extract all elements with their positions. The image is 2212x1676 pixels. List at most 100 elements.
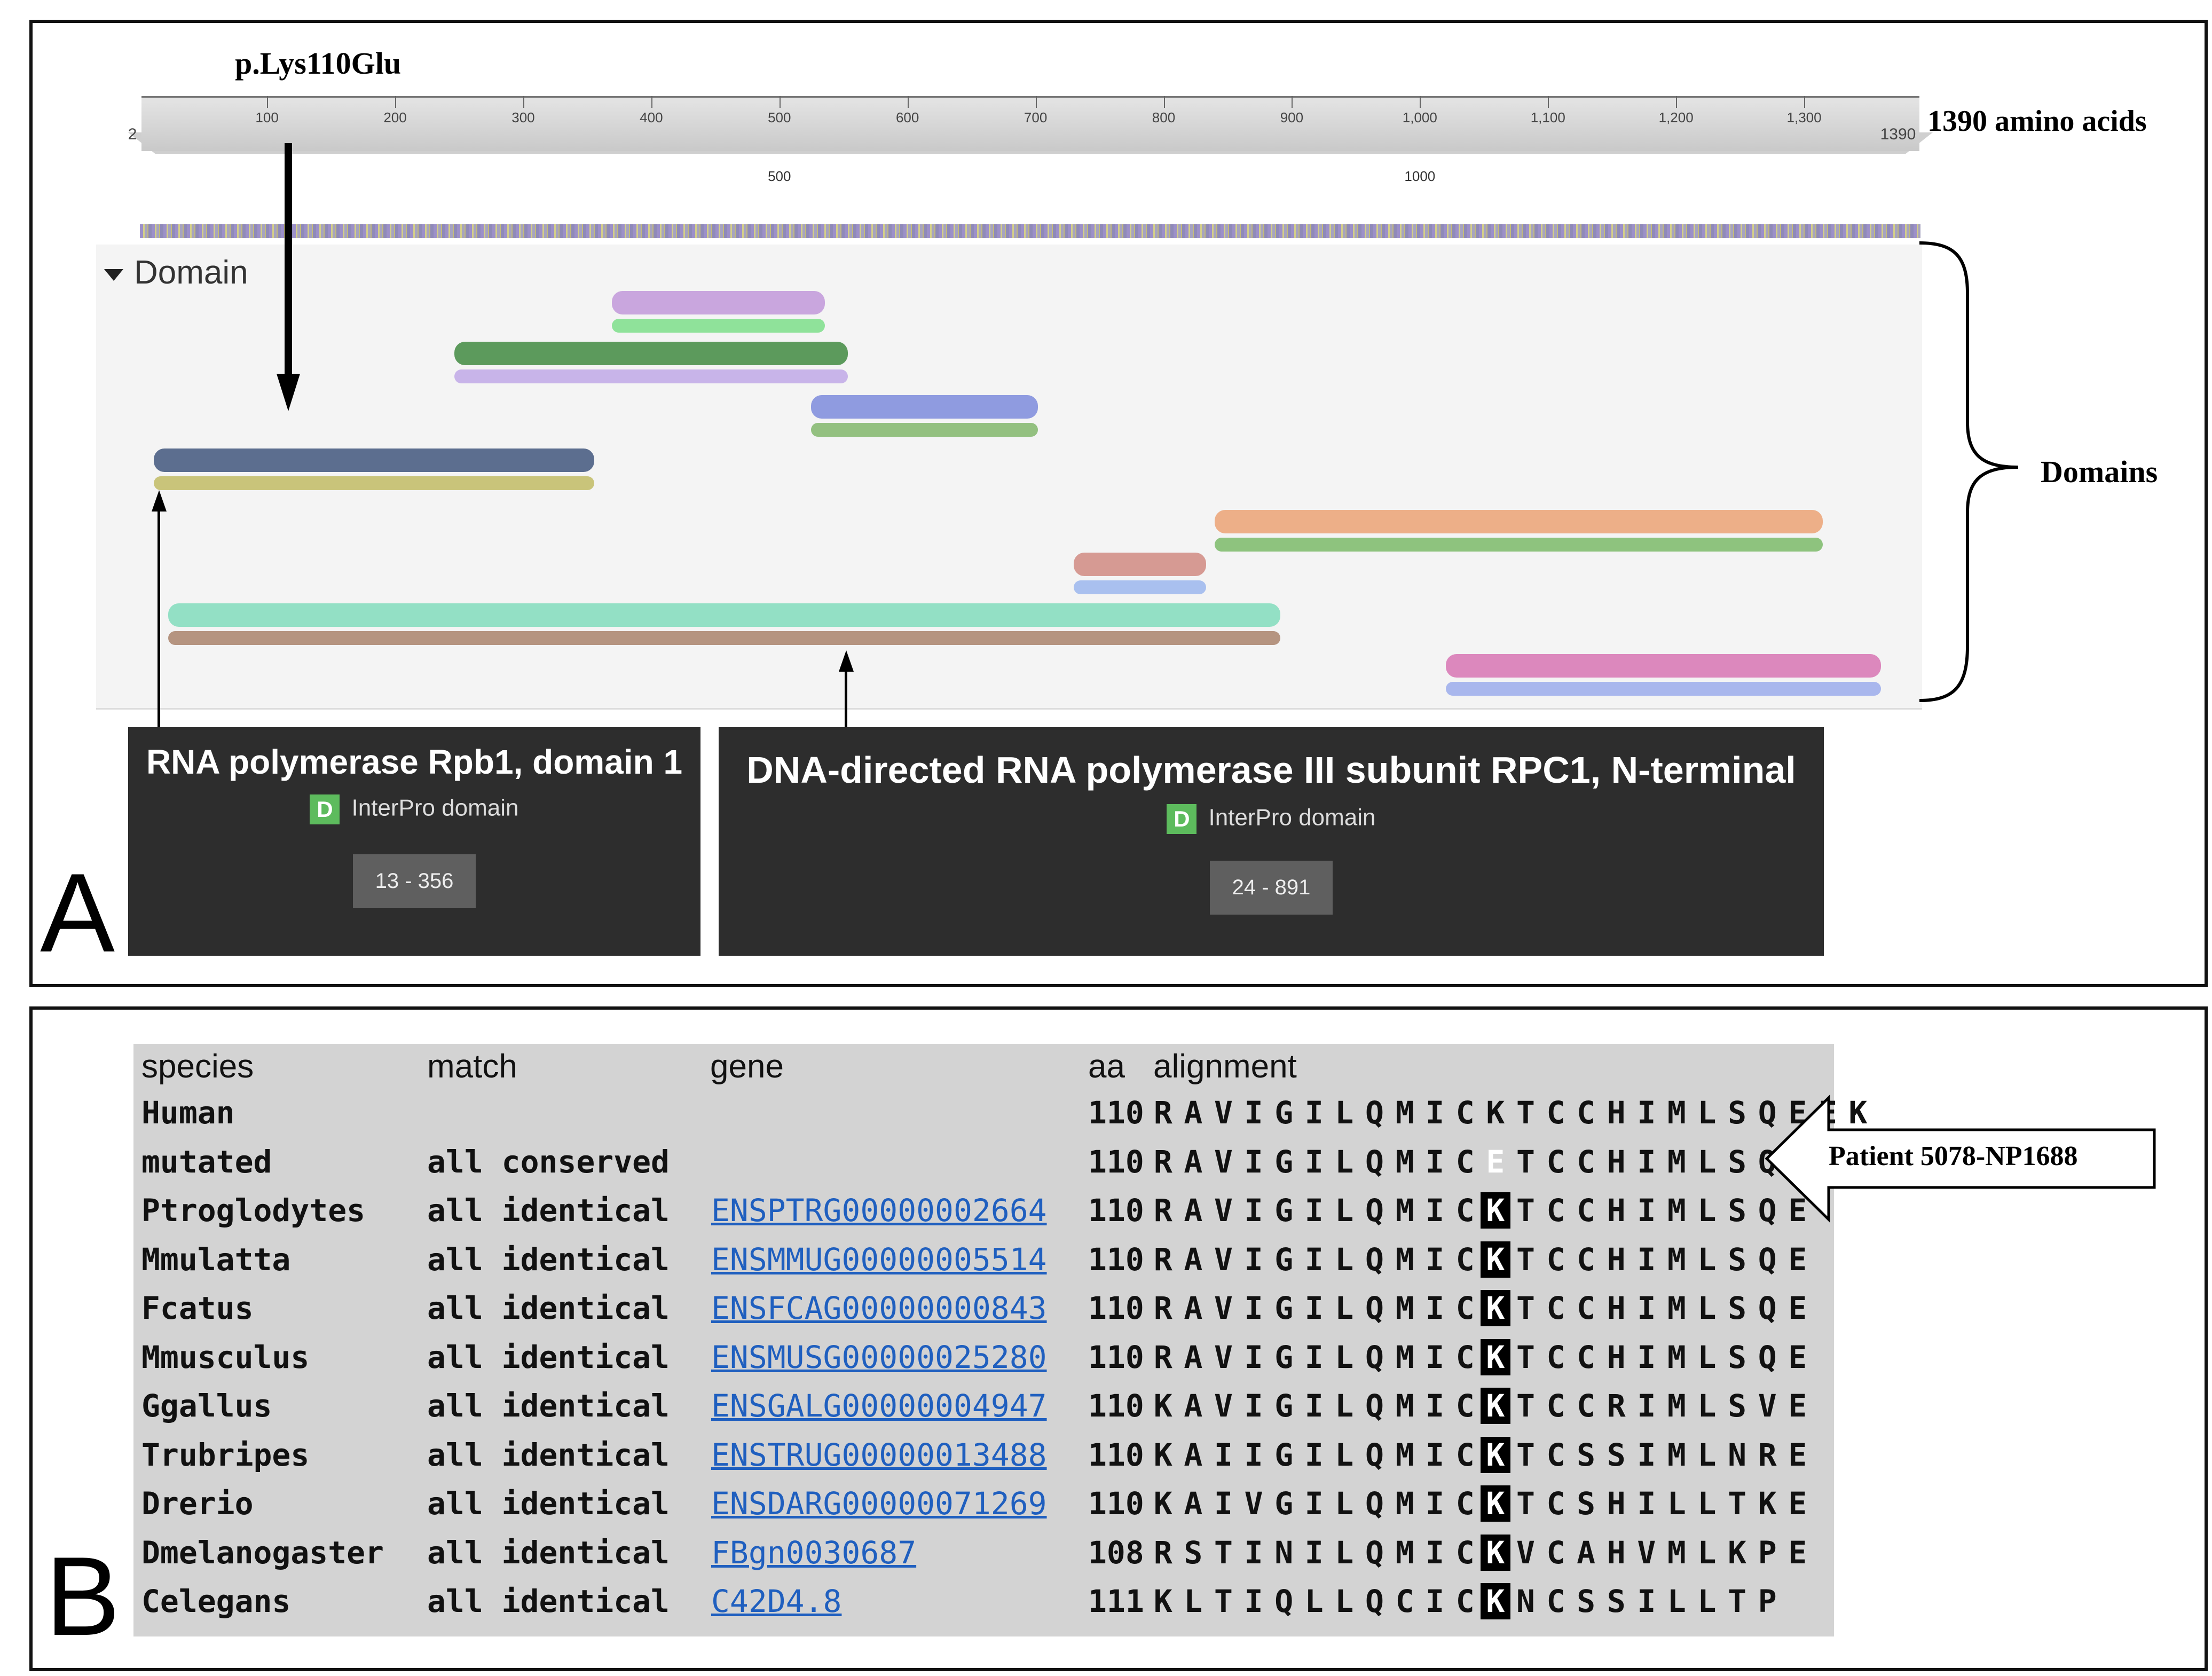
gene-link[interactable]: ENSPTRG00000002664	[711, 1192, 1047, 1229]
tooltip-title: DNA-directed RNA polymerase III subunit …	[746, 749, 1796, 791]
aa-cell: 110	[1088, 1485, 1144, 1522]
domain-bar[interactable]	[1074, 580, 1206, 594]
residue: L	[1697, 1436, 1717, 1473]
domain-bar[interactable]	[154, 476, 594, 490]
residue: E	[1788, 1436, 1807, 1473]
residue: I	[1214, 1485, 1233, 1522]
ruler-tick	[1804, 96, 1806, 108]
residue: S	[1577, 1583, 1596, 1619]
domain-bar[interactable]	[1074, 553, 1206, 576]
aa-cell: 110	[1088, 1290, 1144, 1326]
sequence-track[interactable]	[140, 224, 1920, 238]
residue: L	[1335, 1143, 1354, 1180]
variant-arrow-head	[277, 374, 300, 411]
residue: I	[1244, 1241, 1263, 1278]
domain-bar[interactable]	[1215, 538, 1823, 552]
ruler-tick-label: 500	[768, 109, 791, 125]
residue: K	[1728, 1534, 1747, 1571]
residue: I	[1304, 1436, 1324, 1473]
residue: L	[1335, 1095, 1354, 1131]
gene-link[interactable]: ENSTRUG00000013488	[711, 1436, 1047, 1473]
gene-link[interactable]: ENSFCAG00000000843	[711, 1290, 1047, 1326]
domain-bar[interactable]	[612, 291, 825, 314]
residue: M	[1667, 1388, 1686, 1424]
gene-link[interactable]: ENSMMUG00000005514	[711, 1241, 1047, 1278]
domain-track-name: Domain	[134, 254, 248, 291]
aa-cell: 110	[1088, 1436, 1144, 1473]
residue: E	[1788, 1192, 1807, 1229]
residue: C	[1455, 1241, 1475, 1278]
residue: M	[1395, 1192, 1414, 1229]
collapse-triangle-icon[interactable]	[104, 269, 123, 281]
domain-bar[interactable]	[168, 603, 1281, 627]
domain-track-toggle[interactable]: Domain	[104, 254, 248, 292]
residue: I	[1426, 1290, 1445, 1326]
panel-b-label: B	[45, 1533, 121, 1659]
position-ruler[interactable]	[141, 96, 1919, 151]
domain-bar[interactable]	[168, 631, 1281, 645]
residue: Q	[1365, 1192, 1384, 1229]
residue: V	[1637, 1534, 1656, 1571]
residue: M	[1667, 1241, 1686, 1278]
ruler-mid-label: 500	[768, 168, 791, 184]
aa-cell: 110	[1088, 1095, 1144, 1131]
domain-bar[interactable]	[810, 423, 1038, 437]
match-cell: all identical	[427, 1388, 670, 1424]
gene-link[interactable]: ENSMUSG00000025280	[711, 1339, 1047, 1375]
residue: G	[1274, 1290, 1294, 1326]
residue: I	[1426, 1485, 1445, 1522]
residue: M	[1395, 1534, 1414, 1571]
tooltip-source: InterPro domain	[351, 794, 519, 821]
gene-link[interactable]: C42D4.8	[711, 1583, 842, 1619]
ruler-tick	[1163, 96, 1165, 108]
domain-bar[interactable]	[154, 448, 594, 472]
domain-bar[interactable]	[1445, 654, 1881, 678]
domain-bar[interactable]	[612, 319, 825, 333]
residue: C	[1546, 1534, 1565, 1571]
residue: I	[1637, 1583, 1656, 1619]
match-cell: all conserved	[427, 1143, 670, 1180]
residue: I	[1637, 1388, 1656, 1424]
match-cell: all identical	[427, 1192, 670, 1229]
match-cell: all identical	[427, 1339, 670, 1375]
domain-bar[interactable]	[1445, 682, 1881, 696]
gene-link[interactable]: ENSDARG00000071269	[711, 1485, 1047, 1522]
residue: A	[1577, 1534, 1596, 1571]
residue: S	[1607, 1583, 1626, 1619]
tooltip-range[interactable]: 24 - 891	[1209, 861, 1333, 915]
residue: R	[1607, 1388, 1626, 1424]
residue-110: K	[1480, 1583, 1511, 1619]
residue: I	[1637, 1143, 1656, 1180]
match-cell: all identical	[427, 1290, 670, 1326]
residue: Q	[1365, 1095, 1384, 1131]
residue: R	[1153, 1290, 1172, 1326]
domain-bar[interactable]	[810, 395, 1038, 419]
domain-bar[interactable]	[1215, 510, 1823, 533]
domain-bar[interactable]	[454, 369, 848, 383]
residue: C	[1546, 1485, 1565, 1522]
residue: S	[1728, 1241, 1747, 1278]
match-cell: all identical	[427, 1583, 670, 1619]
residue: S	[1577, 1436, 1596, 1473]
ruler-tick	[523, 96, 524, 108]
residue: A	[1184, 1339, 1203, 1375]
residue: L	[1697, 1192, 1717, 1229]
gene-link[interactable]: ENSGALG00000004947	[711, 1388, 1047, 1424]
residue: S	[1607, 1436, 1626, 1473]
residue: S	[1184, 1534, 1203, 1571]
domain-bar[interactable]	[454, 342, 848, 365]
residue: M	[1667, 1290, 1686, 1326]
tooltip-range[interactable]: 13 - 356	[352, 854, 476, 908]
residue: L	[1184, 1583, 1203, 1619]
residue: C	[1455, 1388, 1475, 1424]
gene-link[interactable]: FBgn0030687	[711, 1534, 917, 1571]
residue: S	[1728, 1290, 1747, 1326]
residue: C	[1455, 1534, 1475, 1571]
residue: Q	[1365, 1143, 1384, 1180]
residue: C	[1395, 1583, 1414, 1619]
aa-cell: 108	[1088, 1534, 1144, 1571]
residue: R	[1153, 1192, 1172, 1229]
